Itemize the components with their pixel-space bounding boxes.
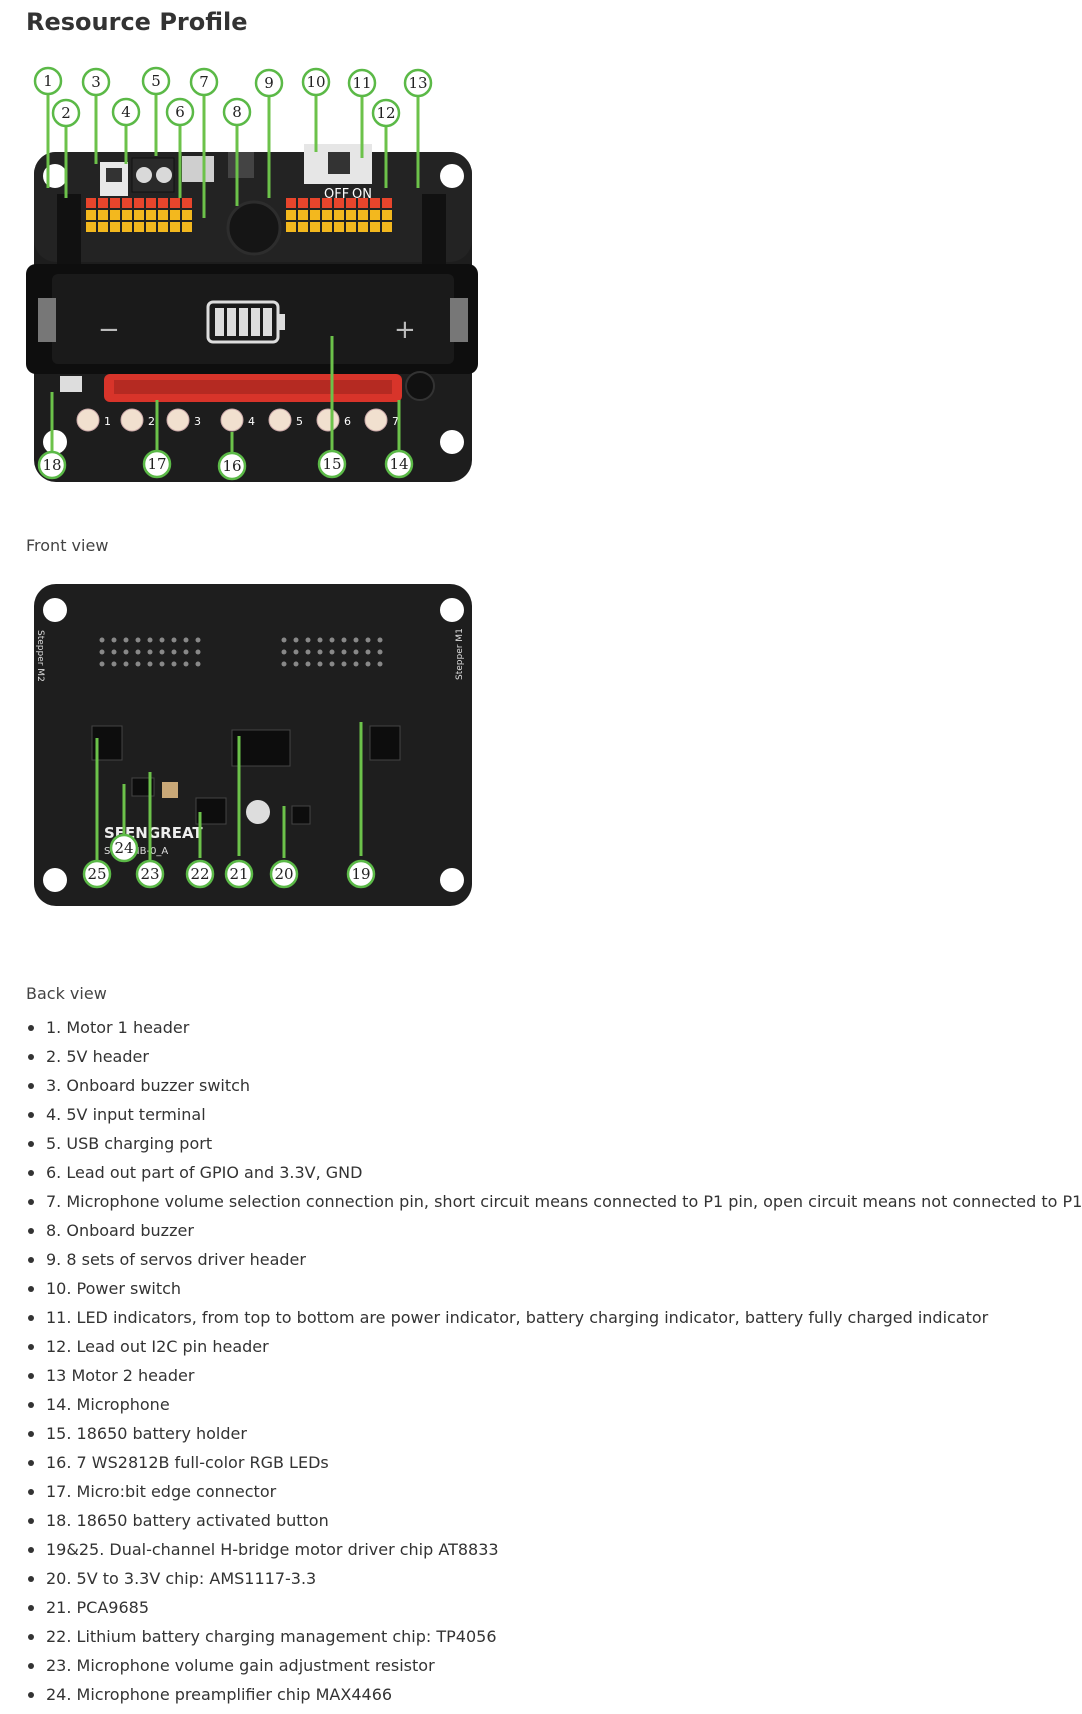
battery-minus-label: −: [98, 315, 120, 345]
callout-number: 7: [199, 73, 209, 91]
callout-number: 25: [87, 865, 106, 883]
callout-number: 11: [352, 74, 371, 92]
led-number: 1: [104, 415, 111, 428]
front-callout-15: 15: [317, 449, 347, 479]
callout-number: 16: [222, 457, 241, 475]
callout-number: 3: [91, 73, 101, 91]
front-callout-12: 12: [371, 98, 401, 128]
front-callout-1: 1: [33, 66, 63, 96]
feature-item: 19&25. Dual-channel H-bridge motor drive…: [26, 1535, 1036, 1564]
callout-number: 6: [175, 103, 185, 121]
feature-item: 4. 5V input terminal: [26, 1100, 1036, 1129]
back-callout-23: 23: [135, 859, 165, 889]
back-callout-22: 22: [185, 859, 215, 889]
back-callout-20: 20: [269, 859, 299, 889]
led-number: 6: [344, 415, 351, 428]
led-number: 5: [296, 415, 303, 428]
stepper-m1-label: Stepper M1: [455, 628, 465, 680]
callout-number: 2: [61, 104, 71, 122]
front-callout-6: 6: [165, 97, 195, 127]
back-callout-21: 21: [224, 859, 254, 889]
callout-number: 15: [322, 455, 341, 473]
led-number: 3: [194, 415, 201, 428]
feature-item: 16. 7 WS2812B full-color RGB LEDs: [26, 1448, 1036, 1477]
feature-item: 14. Microphone: [26, 1390, 1036, 1419]
board-on-label: ON: [352, 187, 372, 202]
feature-item: 11. LED indicators, from top to bottom a…: [26, 1303, 1036, 1332]
callout-number: 24: [114, 839, 133, 857]
front-callout-11: 11: [347, 68, 377, 98]
feature-item: 5. USB charging port: [26, 1129, 1036, 1158]
feature-item: 22. Lithium battery charging management …: [26, 1622, 1036, 1651]
front-callout-10: 10: [301, 67, 331, 97]
callout-number: 19: [351, 865, 370, 883]
callout-number: 12: [376, 104, 395, 122]
front-callout-13: 13: [403, 68, 433, 98]
callout-number: 4: [121, 103, 131, 121]
front-callout-8: 8: [222, 97, 252, 127]
feature-item: 9. 8 sets of servos driver header: [26, 1245, 1036, 1274]
feature-item: 7. Microphone volume selection connectio…: [26, 1187, 1082, 1216]
back-view-caption: Back view: [26, 984, 107, 1003]
callout-number: 1: [43, 72, 53, 90]
callout-number: 18: [42, 456, 61, 474]
callout-number: 5: [151, 72, 161, 90]
led-number: 2: [148, 415, 155, 428]
back-view-image: SEENGREAT SG-EMIB-0_A Stepper M2 Stepper…: [34, 584, 472, 906]
feature-item: 21. PCA9685: [26, 1593, 1036, 1622]
callout-number: 21: [229, 865, 248, 883]
callout-number: 8: [232, 103, 242, 121]
battery-plus-label: +: [394, 315, 416, 345]
feature-item: 2. 5V header: [26, 1042, 1036, 1071]
led-number: 7: [392, 415, 399, 428]
front-callout-14: 14: [384, 449, 414, 479]
feature-item: 17. Micro:bit edge connector: [26, 1477, 1036, 1506]
front-callout-5: 5: [141, 66, 171, 96]
page: Resource Profile: [26, 8, 1082, 1709]
callout-number: 13: [408, 74, 427, 92]
feature-item: 13 Motor 2 header: [26, 1361, 1036, 1390]
feature-item: 24. Microphone preamplifier chip MAX4466: [26, 1680, 1036, 1709]
callout-number: 23: [140, 865, 159, 883]
stepper-m2-label: Stepper M2: [35, 630, 45, 682]
front-view-caption: Front view: [26, 536, 109, 555]
feature-item: 1. Motor 1 header: [26, 1013, 1036, 1042]
feature-item: 10. Power switch: [26, 1274, 1036, 1303]
feature-item: 6. Lead out part of GPIO and 3.3V, GND: [26, 1158, 1036, 1187]
callout-number: 14: [389, 455, 408, 473]
page-title: Resource Profile: [26, 8, 248, 36]
callout-number: 9: [264, 74, 274, 92]
feature-item: 15. 18650 battery holder: [26, 1419, 1036, 1448]
front-callout-9: 9: [254, 68, 284, 98]
feature-item: 12. Lead out I2C pin header: [26, 1332, 1036, 1361]
board-off-label: OFF: [324, 187, 349, 202]
callout-number: 20: [274, 865, 293, 883]
callout-number: 10: [306, 73, 325, 91]
front-view-image: OFF ON − +: [26, 66, 478, 482]
feature-item: 3. Onboard buzzer switch: [26, 1071, 1036, 1100]
back-callout-24: 24: [109, 833, 139, 863]
callout-number: 17: [147, 455, 166, 473]
back-callout-25: 25: [82, 859, 112, 889]
back-callout-19: 19: [346, 859, 376, 889]
front-callout-16: 16: [217, 451, 247, 481]
front-callout-4: 4: [111, 97, 141, 127]
feature-item: 23. Microphone volume gain adjustment re…: [26, 1651, 1036, 1680]
front-callout-2: 2: [51, 98, 81, 128]
feature-item: 18. 18650 battery activated button: [26, 1506, 1036, 1535]
callout-number: 22: [190, 865, 209, 883]
feature-item: 8. Onboard buzzer: [26, 1216, 1036, 1245]
led-number: 4: [248, 415, 255, 428]
front-callout-7: 7: [189, 67, 219, 97]
front-callout-17: 17: [142, 449, 172, 479]
front-callout-3: 3: [81, 67, 111, 97]
front-callout-18: 18: [37, 450, 67, 480]
feature-item: 20. 5V to 3.3V chip: AMS1117-3.3: [26, 1564, 1036, 1593]
